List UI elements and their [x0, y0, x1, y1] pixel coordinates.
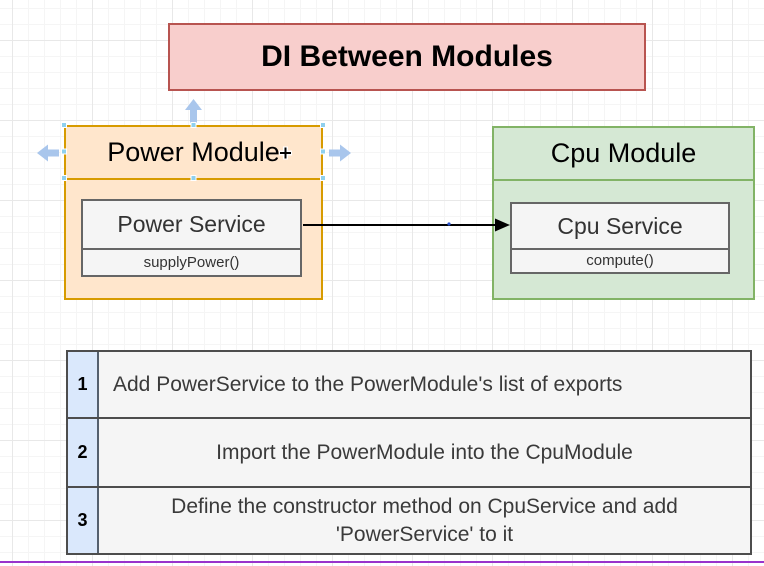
step-number-cell[interactable]: 3: [68, 488, 99, 553]
cpu-service-shape[interactable]: Cpu Service compute(): [510, 202, 730, 274]
direction-arrow-up-icon[interactable]: [185, 99, 202, 123]
resize-handle-right-mid[interactable]: [320, 148, 326, 155]
cpu-module-shape[interactable]: Cpu Module Cpu Service compute(): [492, 126, 755, 300]
power-service-method: supplyPower(): [143, 254, 240, 271]
resize-handle-bottom-right[interactable]: [320, 175, 326, 181]
power-module-shape[interactable]: Power Module Power Service supplyPower(): [64, 125, 323, 300]
step-text-cell[interactable]: Add PowerService to the PowerModule's li…: [113, 372, 623, 396]
direction-arrow-right-icon[interactable]: [329, 144, 351, 162]
resize-handle-bottom-mid[interactable]: [190, 175, 197, 181]
crosshair-cursor-icon: [279, 146, 292, 160]
step-number-cell[interactable]: 1: [68, 352, 99, 417]
table-row[interactable]: 1 Add PowerService to the PowerModule's …: [68, 352, 750, 419]
direction-arrow-left-icon[interactable]: [37, 144, 59, 162]
cpu-service-name: Cpu Service: [512, 204, 728, 250]
cpu-service-method: compute(): [586, 252, 654, 269]
cpu-module-title: Cpu Module: [494, 128, 753, 181]
resize-handle-left-mid[interactable]: [61, 148, 67, 155]
steps-table[interactable]: 1 Add PowerService to the PowerModule's …: [66, 350, 752, 555]
table-row[interactable]: 3 Define the constructor method on CpuSe…: [68, 488, 750, 553]
power-service-shape[interactable]: Power Service supplyPower(): [81, 199, 302, 277]
table-row[interactable]: 2 Import the PowerModule into the CpuMod…: [68, 418, 750, 489]
step-text-cell[interactable]: Define the constructor method on CpuServ…: [171, 495, 678, 546]
step-text-cell[interactable]: Import the PowerModule into the CpuModul…: [216, 440, 633, 464]
diagram-title-shape[interactable]: DI Between Modules: [168, 23, 646, 91]
arrowhead-icon: [495, 218, 510, 232]
resize-handle-top-left[interactable]: [61, 122, 67, 128]
diagram-title-label: DI Between Modules: [261, 40, 553, 73]
resize-handle-top-mid[interactable]: [190, 122, 197, 128]
power-service-name: Power Service: [83, 201, 300, 250]
resize-handle-bottom-left[interactable]: [61, 175, 67, 181]
step-number-cell[interactable]: 2: [68, 418, 99, 487]
edge-waypoint-dot[interactable]: [447, 222, 451, 226]
connector-arrow[interactable]: [303, 218, 510, 232]
window-edge-line: [0, 561, 764, 563]
resize-handle-top-right[interactable]: [320, 122, 326, 128]
